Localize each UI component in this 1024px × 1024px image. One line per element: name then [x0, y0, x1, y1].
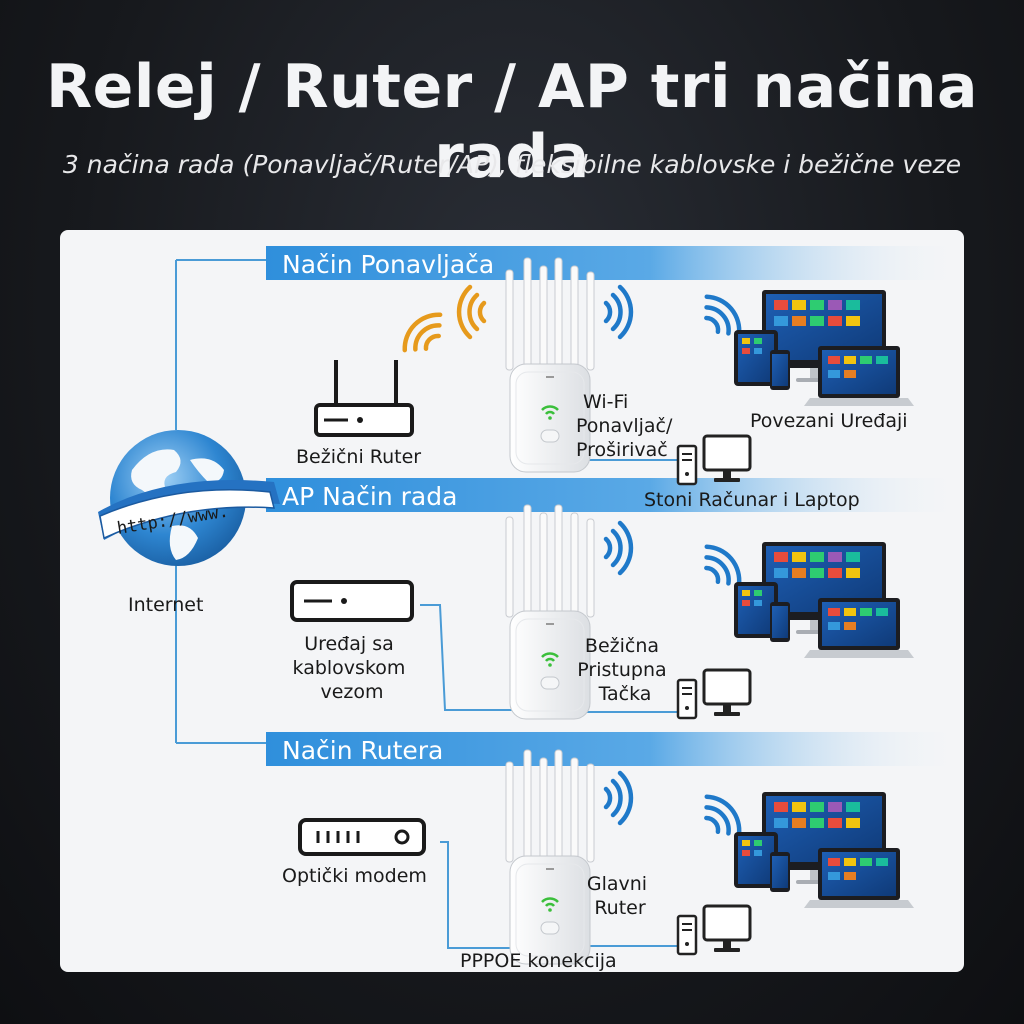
router-extender-device — [504, 748, 596, 966]
device-label-ap: Bežična Pristupna Tačka — [577, 635, 672, 705]
page-title: Relej / Ruter / AP tri načina rada — [45, 52, 979, 192]
extender-outgoing-wifi-icon — [595, 287, 631, 337]
band-repeater: Način Ponavljača — [266, 246, 964, 280]
band-router-label: Način Rutera — [282, 736, 443, 765]
optical-modem-icon — [298, 818, 426, 856]
wired-device-icon — [290, 580, 414, 622]
connected-devices-repeater — [734, 290, 914, 406]
router-wifi-icon-main — [595, 773, 631, 823]
source-label-router: Optički modem — [282, 865, 427, 887]
band-ap: AP Način rada — [266, 478, 964, 512]
device-label-router: Glavni Ruter — [587, 873, 653, 919]
band-ap-label: AP Način rada — [282, 482, 457, 511]
desktop-pc-icon — [676, 434, 752, 486]
connected-devices-label: Povezani Uređaji — [750, 410, 908, 432]
connected-devices-router — [734, 792, 914, 908]
ap-wifi-icon — [595, 523, 631, 573]
connected-devices-ap — [734, 542, 914, 658]
page-subtitle: 3 načina rada (Ponavljač/Ruter/AP), flek… — [62, 150, 962, 179]
device-label-repeater: Wi-Fi Ponavljač/ Proširivač — [576, 391, 678, 461]
band-router: Način Rutera — [266, 732, 964, 766]
internet-globe-icon — [98, 430, 280, 566]
router-wifi-icon — [397, 307, 450, 360]
pc-label: Stoni Računar i Laptop — [644, 489, 860, 511]
ap-desktop-pc-icon — [676, 668, 752, 720]
extender-incoming-wifi-icon — [459, 287, 484, 337]
connection-lines — [175, 259, 680, 949]
network-diagram: Način Ponavljača AP Način rada Način Rut… — [98, 246, 964, 972]
band-repeater-label: Način Ponavljača — [282, 250, 494, 279]
source-label-ap: Uređaj sa kablovskom vezom — [293, 633, 412, 703]
wireless-router-icon — [314, 360, 414, 437]
ap-extender-device — [504, 503, 596, 721]
internet-label: Internet — [128, 594, 203, 616]
diagram-panel: Način Ponavljača AP Način rada Način Rut… — [60, 230, 964, 972]
router-desktop-pc-icon — [676, 904, 752, 956]
source-label-repeater: Bežični Ruter — [296, 446, 421, 468]
pppoe-label: PPPOE konekcija — [460, 950, 617, 972]
